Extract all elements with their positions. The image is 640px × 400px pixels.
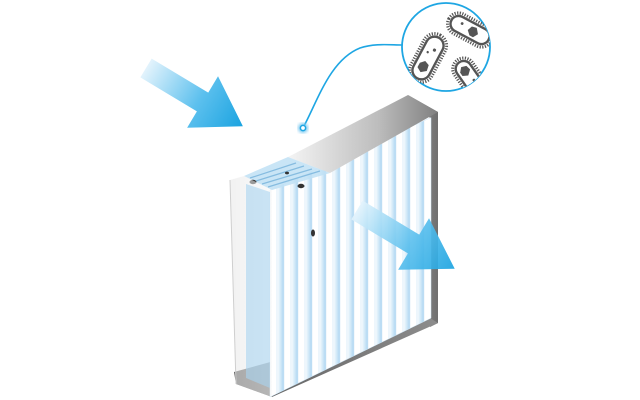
pleat	[353, 148, 362, 357]
pleat	[283, 180, 292, 391]
pleat	[297, 173, 306, 384]
pleat	[339, 154, 348, 364]
bacteria-callout	[298, 2, 491, 133]
pleat	[423, 117, 432, 322]
pleat	[416, 120, 425, 326]
callout-line	[302, 43, 403, 129]
filter-pleats	[269, 117, 432, 398]
frame-top	[288, 95, 438, 173]
airflow-out-arrow	[351, 200, 455, 270]
pleat	[318, 164, 327, 374]
pleat	[311, 167, 320, 377]
pleat	[409, 123, 418, 329]
pleat	[346, 151, 355, 360]
pleat	[332, 158, 341, 367]
pleat	[276, 183, 285, 394]
pleat	[360, 145, 369, 353]
bacterium-icon	[407, 32, 449, 84]
air-filter	[229, 95, 438, 398]
pleat	[367, 142, 376, 350]
pleat	[304, 170, 313, 381]
bacterium-icon	[446, 11, 490, 49]
pleat	[290, 177, 299, 388]
callout-dot-icon	[299, 124, 307, 132]
pleat	[374, 139, 383, 346]
airflow-in-arrow	[140, 58, 243, 128]
pleat	[325, 161, 334, 370]
